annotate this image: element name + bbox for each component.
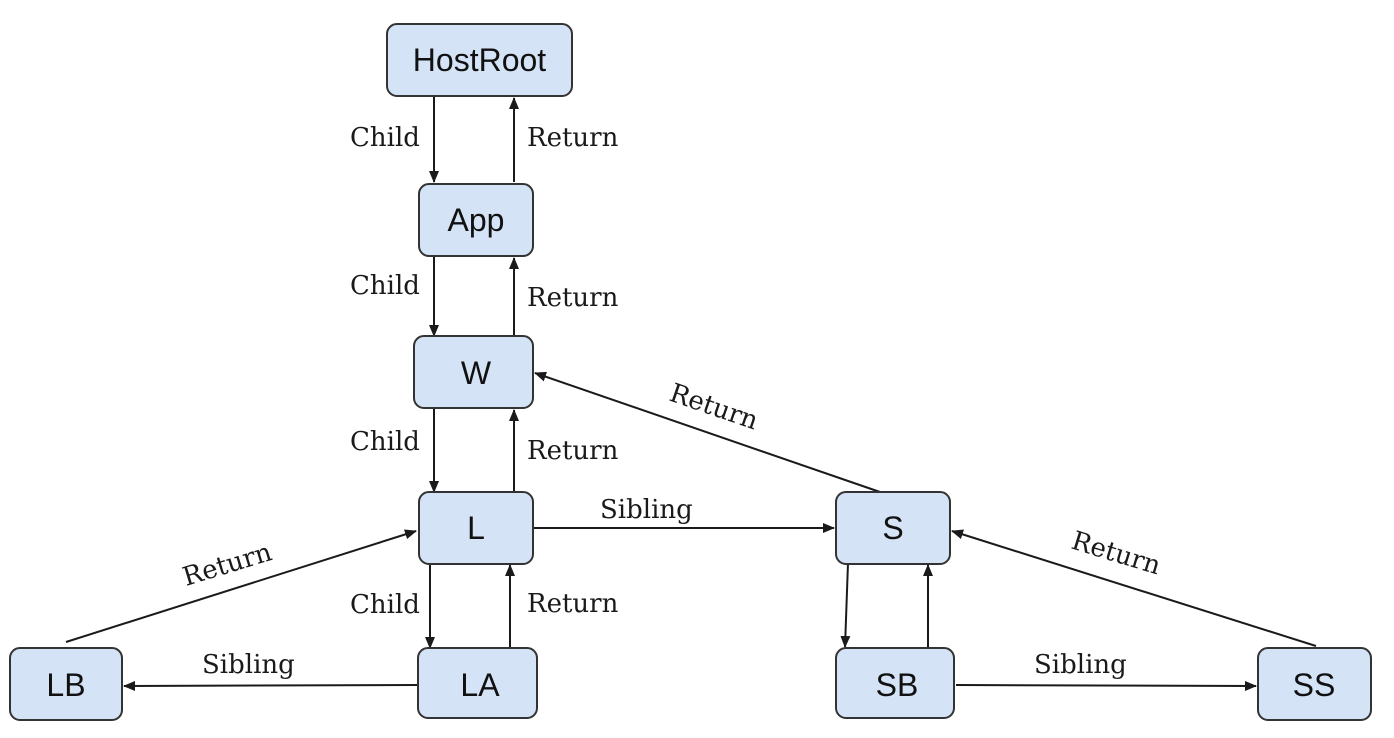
node-app: App (418, 183, 534, 257)
label-hostroot-app-child: Child (350, 123, 420, 153)
node-s: S (835, 491, 951, 565)
node-l-label: L (467, 510, 485, 546)
node-s-label: S (882, 510, 903, 546)
edge-la-lb-sibling (123, 680, 419, 691)
edge-s-w-return (534, 371, 881, 493)
label-l-s-sibling: Sibling (600, 495, 693, 525)
edge-lb-l-return (65, 529, 417, 643)
node-la-label: LA (460, 667, 500, 703)
node-hostroot-label: HostRoot (413, 42, 547, 78)
label-la-lb-sibling: Sibling (202, 650, 295, 680)
node-app-label: App (448, 202, 505, 238)
label-sb-ss-sibling: Sibling (1034, 650, 1127, 680)
node-sb-label: SB (876, 667, 919, 703)
node-l: L (418, 491, 534, 565)
node-lb: LB (9, 647, 123, 721)
label-s-w-return: Return (666, 378, 762, 436)
edge-s-sb-child (840, 562, 851, 648)
label-app-hostroot-return: Return (527, 123, 619, 153)
label-l-w-return: Return (527, 436, 619, 466)
edge-ss-s-return (951, 529, 1317, 647)
label-w-l-child: Child (350, 427, 420, 457)
node-sb: SB (835, 647, 955, 719)
node-w-label: W (461, 355, 492, 391)
node-lb-label: LB (46, 667, 85, 703)
label-l-la-child: Child (350, 590, 420, 620)
label-la-l-return: Return (527, 589, 619, 619)
edge-sb-ss-sibling (955, 680, 1257, 691)
label-w-app-return: Return (527, 283, 619, 313)
node-hostroot: HostRoot (386, 23, 573, 97)
node-w: W (413, 335, 534, 409)
label-lb-l-return: Return (179, 537, 275, 592)
node-ss-label: SS (1293, 667, 1336, 703)
label-app-w-child: Child (350, 271, 420, 301)
node-la: LA (417, 647, 538, 719)
node-ss: SS (1257, 647, 1372, 721)
